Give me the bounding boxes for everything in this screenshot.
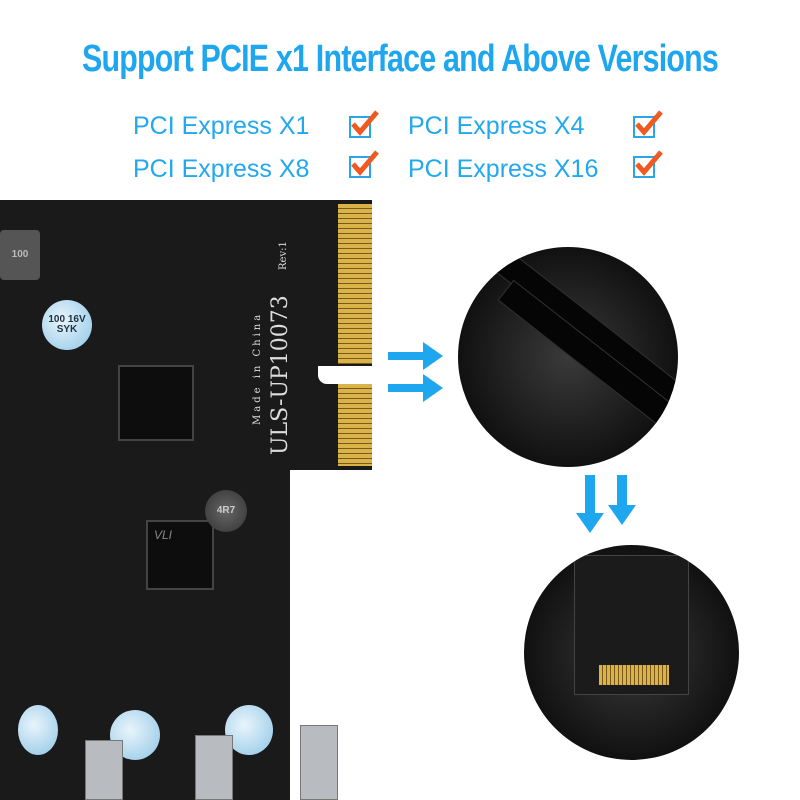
arrow-right-icon <box>388 342 443 402</box>
gold-fingers <box>338 384 372 466</box>
inductor-label: 4R7 <box>216 505 236 516</box>
inductor-label: 100 <box>11 249 29 260</box>
checkbox-checked-icon <box>633 110 663 138</box>
compat-x16: PCI Express X16 <box>408 155 598 184</box>
usb-port <box>195 735 233 800</box>
compat-label: PCI Express X8 <box>133 155 310 183</box>
made-in-silkscreen: Made in China <box>252 311 263 425</box>
rev-silkscreen: Rev:1 <box>278 241 289 270</box>
inductor: 4R7 <box>205 490 247 532</box>
headline: Support PCIE x1 Interface and Above Vers… <box>81 38 719 80</box>
checkbox-checked-icon <box>349 150 379 178</box>
checkbox-checked-icon <box>349 110 379 138</box>
compat-x4: PCI Express X4 <box>408 112 584 141</box>
gold-fingers <box>338 204 372 364</box>
cap-label: 100 16V SYK <box>48 314 86 335</box>
model-silkscreen: ULS-UP10073 <box>268 295 293 455</box>
controller-chip <box>118 365 194 441</box>
arrow-down-icon <box>576 475 636 533</box>
chip-label: VLI <box>154 528 173 542</box>
gold-fingers <box>599 665 669 685</box>
compat-label: PCI Express X4 <box>408 112 585 140</box>
usb-port <box>300 725 338 800</box>
inductor: 100 <box>0 230 40 280</box>
capacitor: 100 16V SYK <box>42 300 92 350</box>
checkbox-checked-icon <box>633 150 663 178</box>
capacitor <box>225 705 273 755</box>
compat-x8: PCI Express X8 <box>133 155 309 184</box>
vli-chip: VLI <box>146 520 214 590</box>
compat-label: PCI Express X1 <box>133 112 310 140</box>
motherboard-slot-photo <box>458 247 678 467</box>
installed-card-photo <box>524 545 739 760</box>
pcie-card-image: VLI 4R7 100 16V SYK 100 ULS-UP10073 Made… <box>0 200 372 800</box>
usb-port <box>85 740 123 800</box>
capacitor <box>18 705 58 755</box>
compat-x1: PCI Express X1 <box>133 112 309 141</box>
key-notch <box>318 366 372 384</box>
compat-label: PCI Express X16 <box>408 155 599 183</box>
